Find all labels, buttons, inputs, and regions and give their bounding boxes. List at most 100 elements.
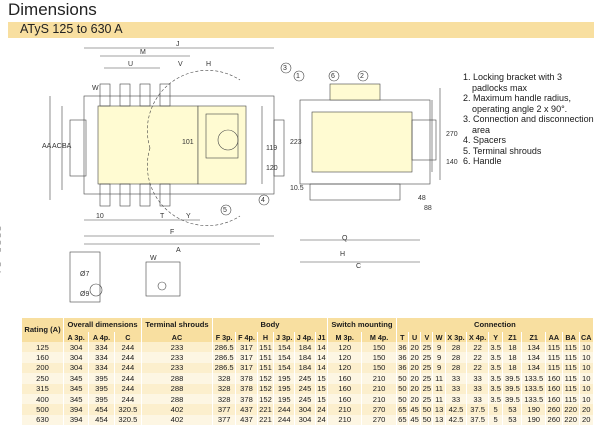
table-cell: 50 xyxy=(396,393,409,405)
table-cell: 28 xyxy=(445,362,468,374)
table-cell: 151 xyxy=(257,362,275,374)
col-header: C xyxy=(114,332,143,342)
legend-item: 5. Terminal shrouds xyxy=(463,145,542,156)
table-cell: 395 xyxy=(88,373,115,384)
table-cell: 244 xyxy=(273,414,296,426)
table-cell: 328 xyxy=(212,383,237,394)
svg-text:A: A xyxy=(176,247,181,254)
svg-text:W: W xyxy=(92,85,99,92)
table-cell: 454 xyxy=(88,414,115,426)
col-header: J 4p. xyxy=(294,332,316,342)
rating-cell: 315 xyxy=(22,383,64,394)
rating-cell: 400 xyxy=(22,393,64,405)
table-cell: 345 xyxy=(63,373,90,384)
table-cell: 11 xyxy=(432,383,446,394)
table-cell: 20 xyxy=(408,373,422,384)
legend-item: 4. Spacers xyxy=(463,135,507,145)
table-cell: 5 xyxy=(488,404,504,415)
table-cell: 328 xyxy=(212,373,237,384)
col-header: F 3p. xyxy=(212,332,237,342)
table-cell: 150 xyxy=(361,352,397,363)
table-cell: 244 xyxy=(114,362,143,374)
col-header: A 4p. xyxy=(88,332,115,342)
drawing-legend: 1. Locking bracket with 3 padlocks max 2… xyxy=(463,72,598,167)
table-cell: 377 xyxy=(212,414,237,426)
table-cell: 270 xyxy=(361,404,397,415)
table-cell: 39.5 xyxy=(502,373,523,384)
table-cell: 334 xyxy=(88,352,115,363)
table-cell: 115 xyxy=(545,342,563,353)
table-cell: 53 xyxy=(502,414,523,426)
table-cell: 20 xyxy=(579,414,594,426)
table-cell: 42.5 xyxy=(445,404,468,415)
table-cell: 244 xyxy=(114,342,143,353)
table-cell: 36 xyxy=(396,362,409,374)
col-header: J1 xyxy=(315,332,329,342)
col-header: Z1 xyxy=(521,332,546,342)
table-cell: 10 xyxy=(579,362,594,374)
rating-cell: 500 xyxy=(22,404,64,415)
svg-text:U: U xyxy=(128,61,133,68)
table-cell: 150 xyxy=(361,362,397,374)
col-header: V xyxy=(420,332,434,342)
table-cell: 160 xyxy=(327,393,363,405)
table-cell: 15 xyxy=(315,393,329,405)
table-cell: 244 xyxy=(273,404,296,415)
table-cell: 33 xyxy=(445,373,468,384)
col-header: M 3p. xyxy=(327,332,363,342)
table-cell: 133.5 xyxy=(521,373,546,384)
legend-item: 2. Maximum handle radius, xyxy=(463,93,572,103)
table-cell: 9 xyxy=(432,362,446,374)
table-cell: 25 xyxy=(420,383,434,394)
table-cell: 152 xyxy=(257,393,275,405)
rating-cell: 125 xyxy=(22,342,64,353)
table-cell: 28 xyxy=(445,352,468,363)
table-cell: 221 xyxy=(257,414,275,426)
table-cell: 13 xyxy=(432,414,446,426)
col-group-switch-mounting: Switch mounting xyxy=(327,318,397,332)
table-cell: 286.5 xyxy=(212,342,237,353)
svg-text:2: 2 xyxy=(360,73,364,80)
section-subtitle: ATyS 125 to 630 A xyxy=(20,22,123,36)
table-cell: 233 xyxy=(141,362,213,374)
page-title: Dimensions xyxy=(8,0,97,19)
table-cell: 210 xyxy=(361,373,397,384)
col-header: T xyxy=(396,332,409,342)
table-cell: 10 xyxy=(579,352,594,363)
table-cell: 11 xyxy=(432,373,446,384)
table-cell: 395 xyxy=(88,383,115,394)
col-group-connection: Connection xyxy=(396,318,595,332)
table-cell: 190 xyxy=(521,414,546,426)
table-cell: 22 xyxy=(466,342,489,353)
table-cell: 42.5 xyxy=(445,414,468,426)
table-cell: 20 xyxy=(579,404,594,415)
table-cell: 334 xyxy=(88,342,115,353)
table-cell: 9 xyxy=(432,352,446,363)
svg-text:10: 10 xyxy=(96,213,104,220)
table-cell: 115 xyxy=(545,362,563,374)
table-cell: 14 xyxy=(315,342,329,353)
table-cell: 45 xyxy=(408,414,422,426)
table-cell: 120 xyxy=(327,352,363,363)
table-cell: 3.5 xyxy=(488,373,504,384)
table-cell: 304 xyxy=(63,362,90,374)
table-cell: 160 xyxy=(545,373,563,384)
col-header: Y xyxy=(488,332,504,342)
table-cell: 25 xyxy=(420,393,434,405)
table-cell: 36 xyxy=(396,352,409,363)
table-cell: 20 xyxy=(408,342,422,353)
svg-text:120: 120 xyxy=(266,165,278,172)
table-cell: 395 xyxy=(88,393,115,405)
table-cell: 304 xyxy=(294,404,316,415)
table-cell: 190 xyxy=(521,404,546,415)
table-cell: 39.5 xyxy=(502,383,523,394)
table-cell: 320.5 xyxy=(114,414,143,426)
table-cell: 402 xyxy=(141,414,213,426)
table-cell: 195 xyxy=(273,383,296,394)
svg-text:119: 119 xyxy=(266,145,277,152)
